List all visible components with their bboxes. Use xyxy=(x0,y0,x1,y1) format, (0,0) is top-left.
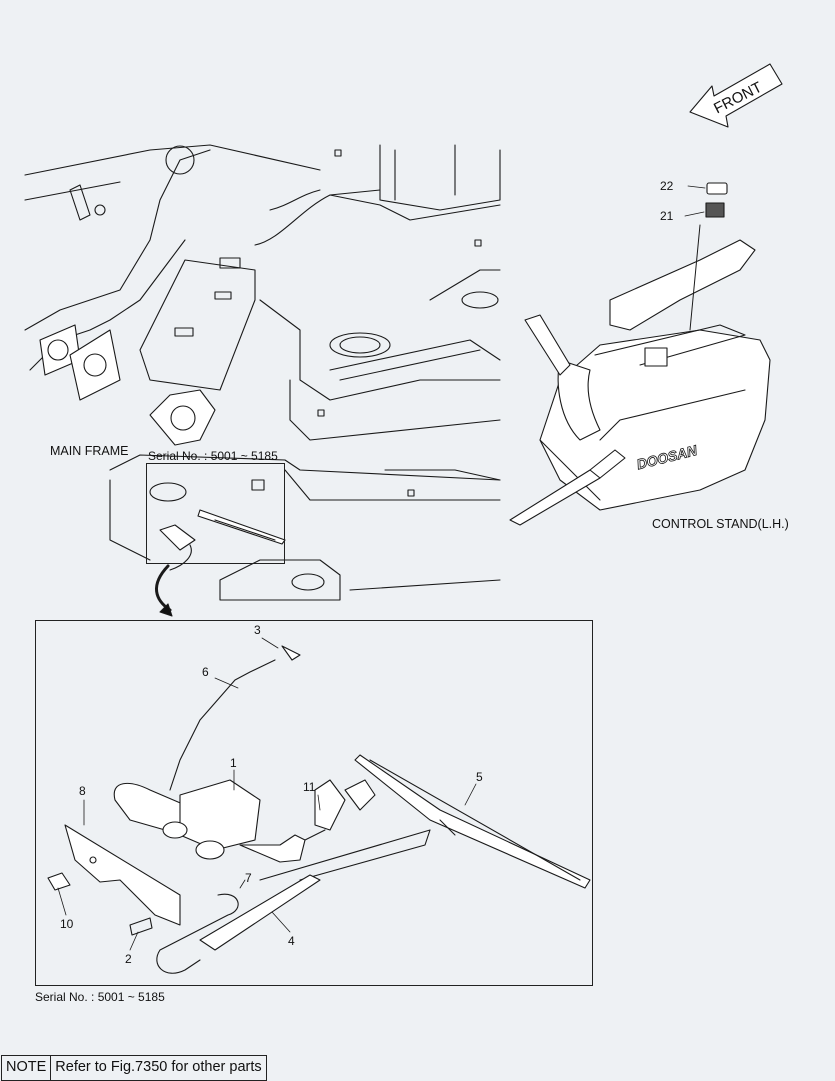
callout-11: 11 xyxy=(303,780,316,794)
callout-5: 5 xyxy=(476,770,483,784)
detail-box xyxy=(35,620,593,986)
detail-serial-label: Serial No. : 5001 ~ 5185 xyxy=(35,990,165,1004)
inset-box xyxy=(146,463,285,564)
control-stand-label: CONTROL STAND(L.H.) xyxy=(652,517,789,531)
callout-4: 4 xyxy=(288,934,295,948)
callout-21: 21 xyxy=(660,209,674,223)
detail-parts-drawing xyxy=(47,645,591,974)
callout-1: 1 xyxy=(230,756,237,770)
callout-leaders xyxy=(57,637,477,951)
callout-2: 2 xyxy=(125,952,132,966)
callout-10: 10 xyxy=(60,917,74,931)
callout-22: 22 xyxy=(660,179,674,193)
note-text: Refer to Fig.7350 for other parts xyxy=(55,1059,262,1075)
main-frame-drawing xyxy=(24,144,501,601)
callout-8: 8 xyxy=(79,784,86,798)
note-key: NOTE xyxy=(2,1056,52,1080)
inset-wiper-drawing xyxy=(149,479,286,571)
callout-6: 6 xyxy=(202,665,209,679)
control-stand-drawing xyxy=(509,182,771,526)
note-box: NOTE Refer to Fig.7350 for other parts xyxy=(1,1055,267,1081)
front-arrow-icon xyxy=(689,63,783,128)
callout-3: 3 xyxy=(254,623,261,637)
main-frame-label: MAIN FRAME xyxy=(50,444,129,458)
leader-arrow-icon xyxy=(155,564,173,617)
callout-7: 7 xyxy=(245,871,252,885)
inset-serial-label: Serial No. : 5001 ~ 5185 xyxy=(148,449,278,463)
